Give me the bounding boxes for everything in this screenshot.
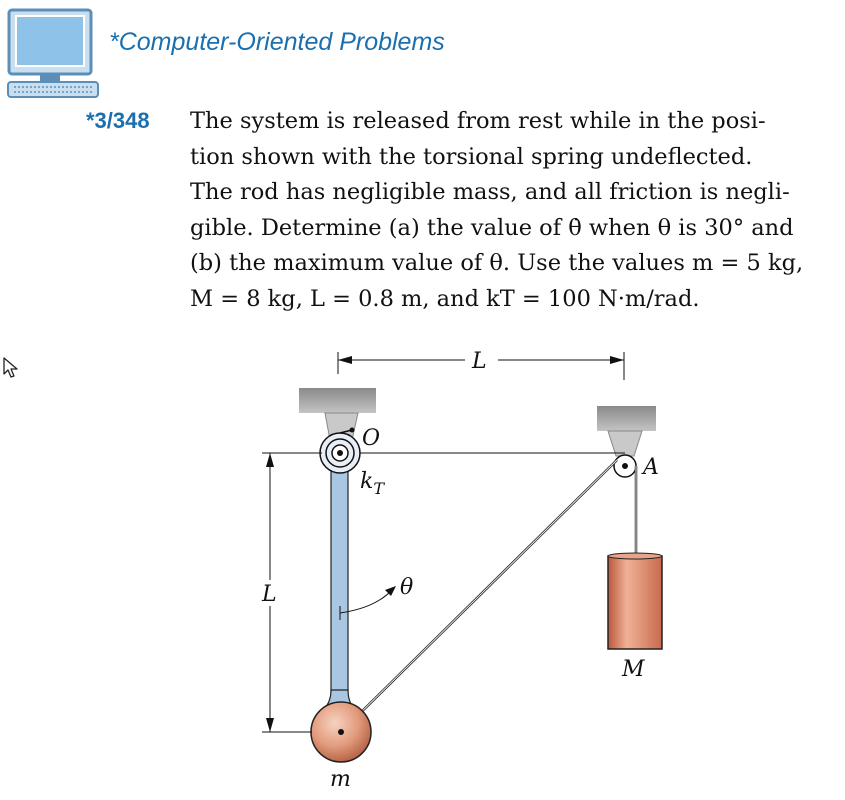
mouse-pointer-icon	[3, 357, 18, 378]
label-kt: kT	[360, 469, 385, 498]
torsional-spring	[319, 427, 361, 474]
problem-line: The system is released from rest while i…	[190, 108, 766, 134]
rod	[330, 457, 349, 697]
label-theta: θ	[400, 575, 413, 600]
problem-number: *3/348	[86, 108, 150, 133]
theta-indicator	[339, 586, 396, 620]
pulley-a	[613, 454, 637, 478]
label-l-top: L	[471, 349, 487, 374]
bracket-a	[607, 430, 643, 457]
section-title: *Computer-Oriented Problems	[109, 28, 445, 56]
label-a: A	[641, 455, 659, 480]
dimension-l-left: L	[261, 452, 322, 733]
ceiling-support-o	[299, 388, 376, 413]
problem-line: M = 8 kg, L = 0.8 m, and kT = 100 N·m/ra…	[190, 285, 700, 312]
label-o: O	[362, 426, 380, 451]
label-l-left: L	[261, 582, 277, 607]
problem-line: tion shown with the torsional spring und…	[190, 143, 753, 170]
dimension-l-top: L	[337, 349, 625, 380]
computer-icon	[7, 8, 99, 98]
problem-statement: The system is released from rest while i…	[190, 104, 830, 317]
problem-line: gible. Determine (a) the value of θ̇ whe…	[190, 214, 794, 241]
label-m-block: M	[621, 657, 645, 682]
block-m	[607, 552, 663, 650]
ceiling-support-a	[597, 406, 656, 431]
problem-line: (b) the maximum value of θ. Use the valu…	[190, 250, 804, 276]
label-m-sphere: m	[330, 767, 351, 792]
problem-line: The rod has negligible mass, and all fri…	[190, 179, 790, 205]
